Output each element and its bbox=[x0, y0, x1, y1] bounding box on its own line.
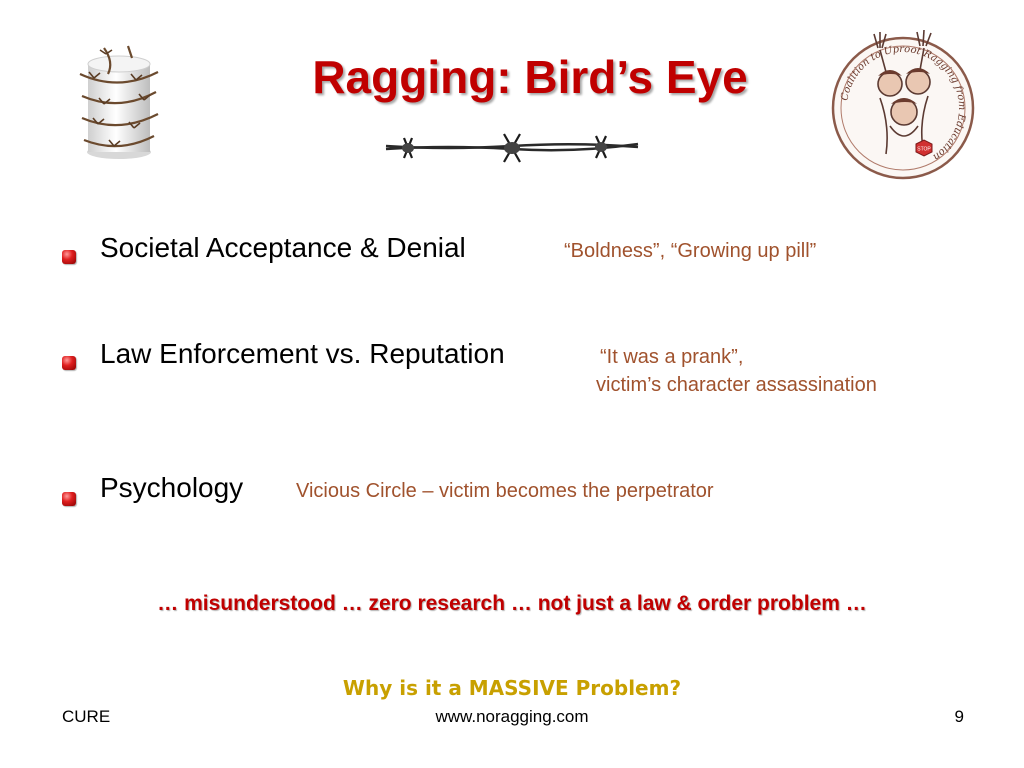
bullet-main-text: Law Enforcement vs. Reputation bbox=[100, 338, 505, 369]
bullet-square-icon bbox=[62, 356, 76, 370]
svg-text:STOP: STOP bbox=[917, 147, 931, 153]
bullet-square-icon bbox=[62, 492, 76, 506]
footer-website: www.noragging.com bbox=[435, 707, 589, 726]
slide-title: Ragging: Bird’s Eye bbox=[312, 51, 748, 103]
bullet-sub-text: “It was a prank”, bbox=[600, 346, 744, 368]
slide-question: Why is it a MASSIVE Problem? bbox=[342, 676, 682, 700]
footer-page-number: 9 bbox=[954, 707, 964, 726]
slide-tagline: … misunderstood … zero research … not ju… bbox=[157, 592, 867, 615]
barbed-wire-divider-icon bbox=[385, 133, 639, 163]
cure-logo-seal: STOP Coalition to Uproot Ragging from Ed… bbox=[831, 29, 975, 180]
bullet-sub-text: Vicious Circle – victim becomes the perp… bbox=[296, 480, 714, 502]
bullet-square-icon bbox=[62, 250, 76, 264]
bullet-sub-text: victim’s character assassination bbox=[596, 374, 877, 396]
bullet-sub-text: “Boldness”, “Growing up pill” bbox=[564, 240, 817, 262]
barbed-wire-spool-icon bbox=[79, 45, 159, 159]
bullet-main-text: Psychology bbox=[100, 472, 244, 503]
bullet-main-text: Societal Acceptance & Denial bbox=[100, 232, 466, 263]
footer-organization: CURE bbox=[62, 707, 111, 726]
